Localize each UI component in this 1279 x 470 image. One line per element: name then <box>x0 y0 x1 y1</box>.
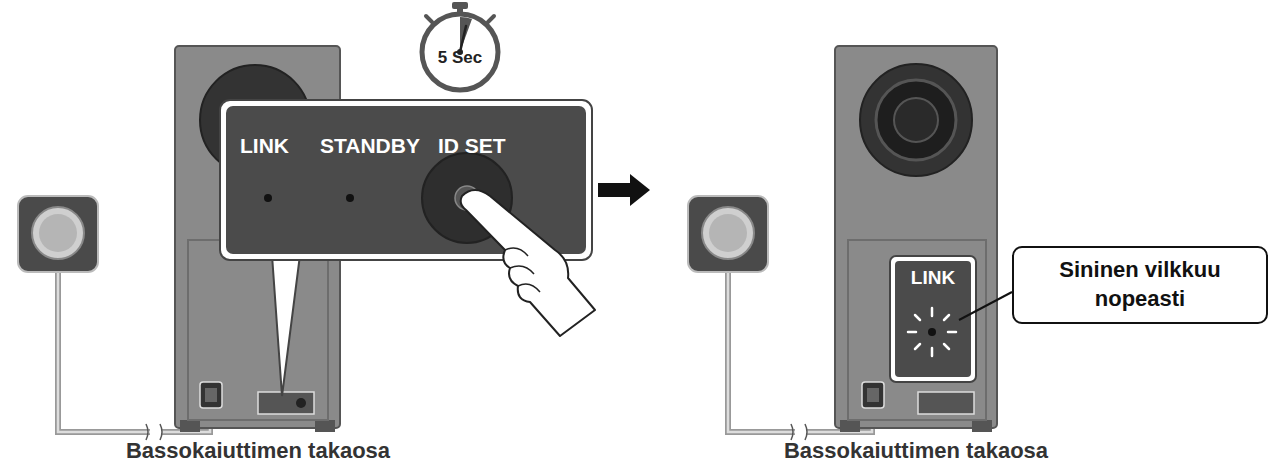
node-text: STANDBY <box>320 134 420 158</box>
right-subwoofer <box>688 46 1012 440</box>
caption-label: Bassokaiuttimen takaosa <box>126 438 390 464</box>
node-text: LINK <box>240 134 289 158</box>
callout-box: Sininen vilkkuu nopeasti <box>1012 246 1268 324</box>
stopwatch-face: 5 Sec <box>424 38 496 78</box>
left-subwoofer <box>18 2 595 440</box>
node-text: ID SET <box>438 134 506 158</box>
sequence-arrow <box>598 174 650 206</box>
control-panel-callout: LINK STANDBY ID SET <box>226 106 586 254</box>
node-text: 5 Sec <box>424 38 496 78</box>
caption-label: Bassokaiuttimen takaosa <box>784 438 1048 464</box>
node-text: LINK <box>895 261 971 295</box>
node-text: Sininen vilkkuu nopeasti <box>1024 256 1256 313</box>
link-panel-callout: LINK <box>895 261 971 295</box>
